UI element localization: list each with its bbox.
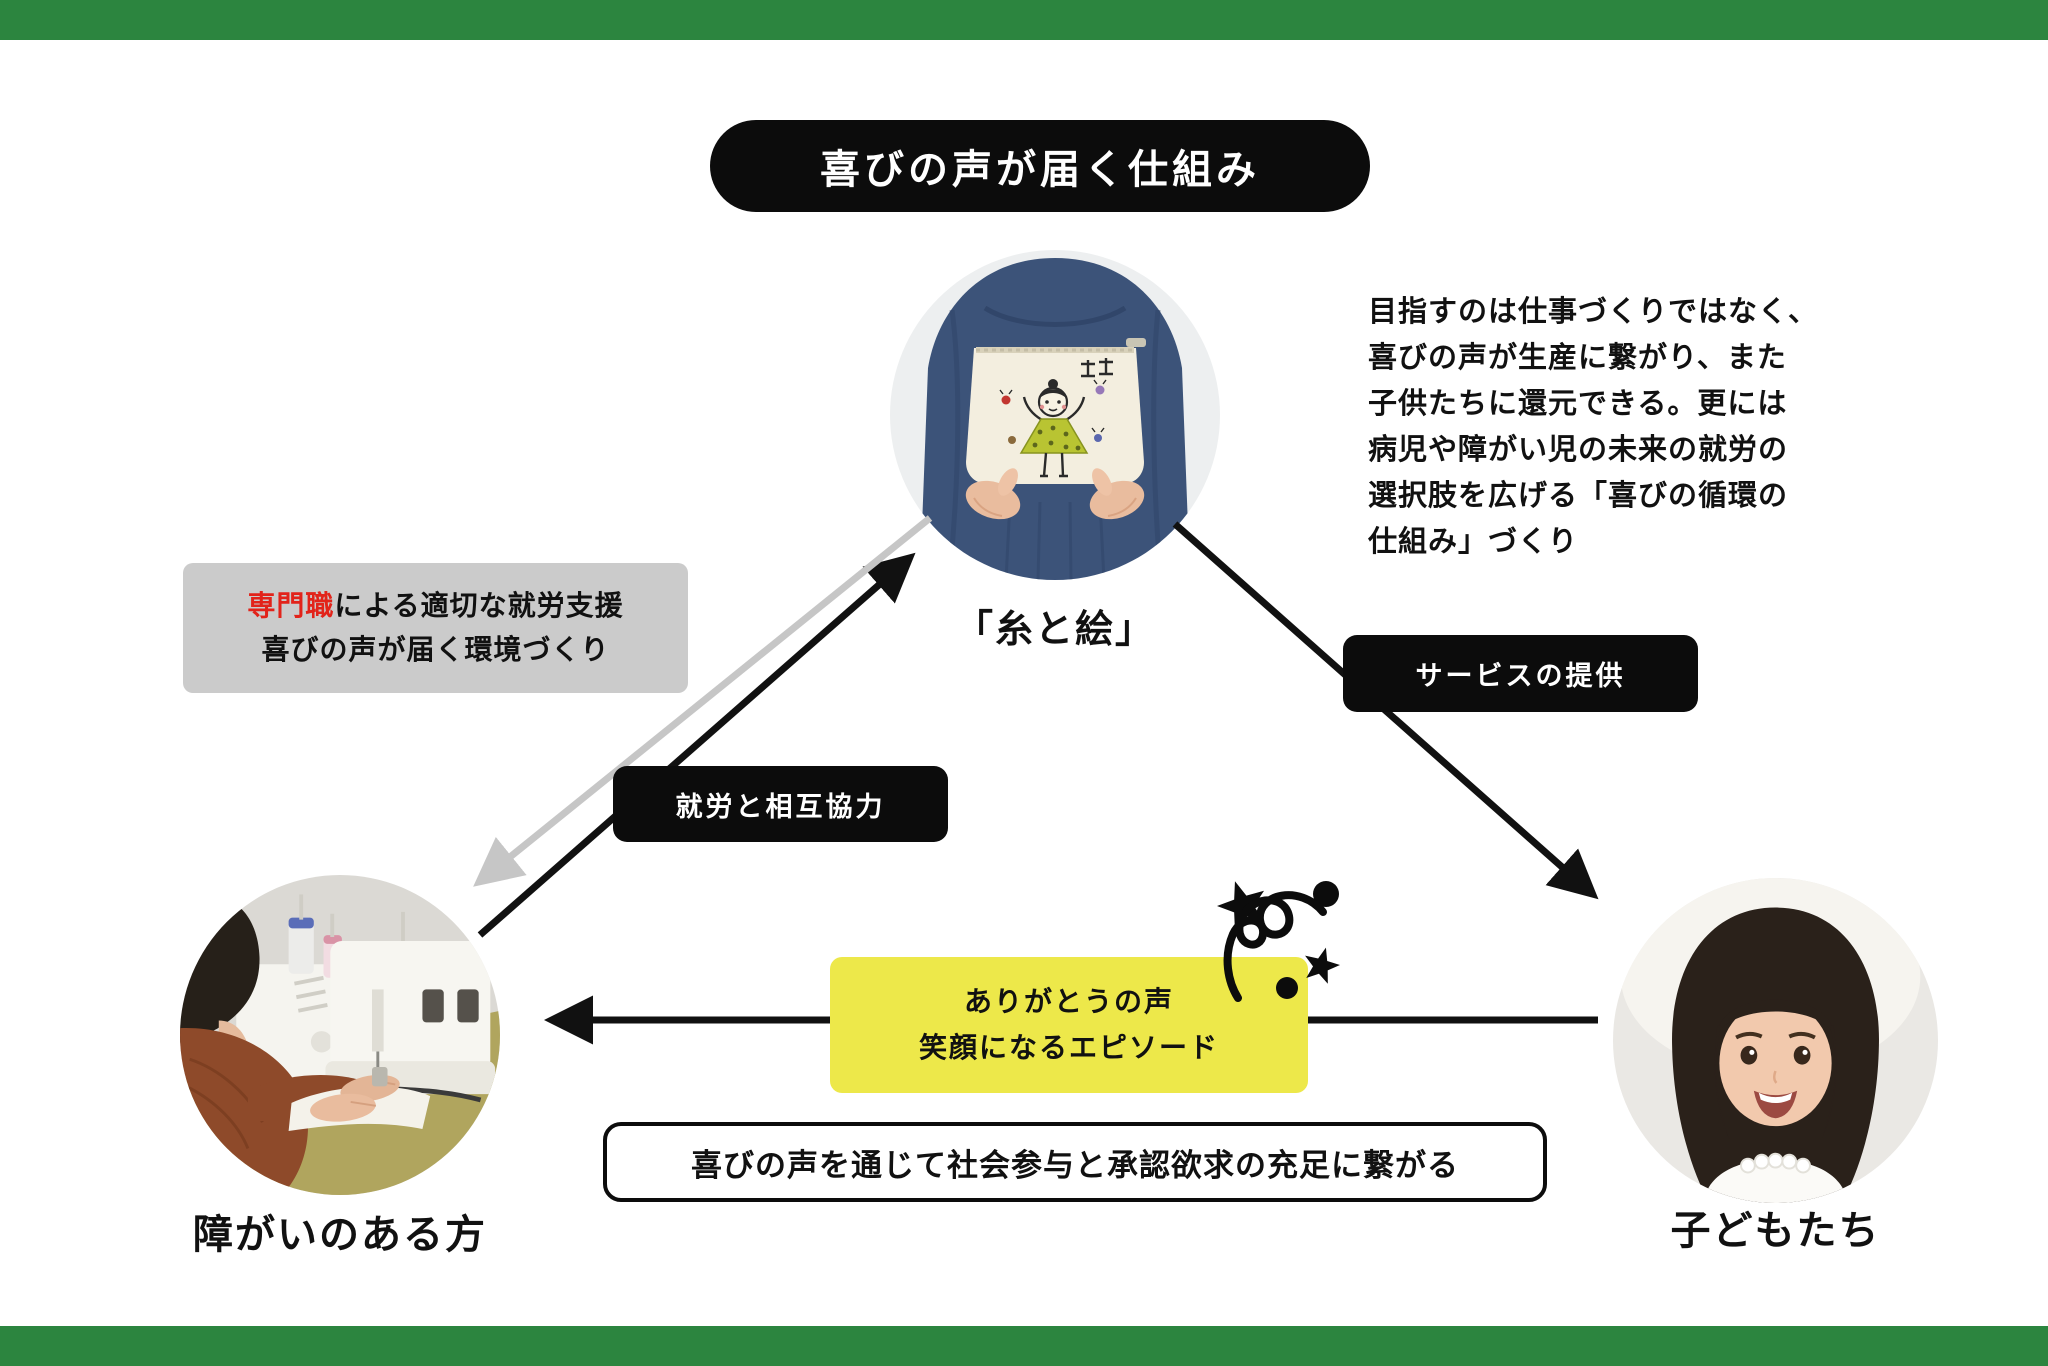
- service-text: サービスの提供: [1415, 661, 1626, 692]
- mutual-work-text: 就労と相互協力: [675, 791, 886, 823]
- service-callout: サービスの提供: [1343, 635, 1698, 712]
- workers-photo: [180, 875, 500, 1195]
- children-photo: [1613, 878, 1938, 1203]
- support-highlight-text: 専門職: [247, 589, 335, 622]
- thanks-line2: 笑顔になるエピソード: [918, 1031, 1219, 1064]
- workers-label: 障がいのある方: [193, 1212, 487, 1258]
- support-callout: 専門職による適切な就労支援 喜びの声が届く環境づくり: [183, 563, 688, 693]
- maker-label: 「糸と絵」: [954, 607, 1155, 651]
- page-title-text: 喜びの声が届く仕組み: [820, 147, 1260, 193]
- pouch-photo-illustration: [890, 250, 1220, 580]
- sewing-photo-illustration: [180, 875, 500, 1195]
- thanks-callout: ありがとうの声 笑顔になるエピソード: [830, 957, 1308, 1093]
- top-green-bar: [0, 0, 2048, 40]
- girl-photo-illustration: [1613, 878, 1938, 1203]
- star-icon: [1217, 881, 1265, 931]
- child-drawing: [999, 358, 1113, 478]
- support-line1-rest: による適切な就労支援: [334, 589, 624, 622]
- thanks-line1: ありがとうの声: [963, 985, 1174, 1018]
- bottom-note-text: 喜びの声を通じて社会参与と承認欲求の充足に繋がる: [691, 1147, 1459, 1184]
- bottom-green-bar: [0, 1326, 2048, 1366]
- description-paragraph: 目指すのは仕事づくりではなく、 喜びの声が生産に繋がり、また 子供たちに還元でき…: [1368, 294, 1819, 558]
- support-callout-line2: 喜びの声が届く環境づくり: [261, 633, 610, 666]
- bottom-note: 喜びの声を通じて社会参与と承認欲求の充足に繋がる: [603, 1122, 1547, 1202]
- mutual-work-callout: 就労と相互協力: [613, 766, 948, 842]
- support-callout-line1: 専門職による適切な就労支援: [247, 584, 623, 628]
- maker-photo: [890, 250, 1220, 580]
- dot-icon: [1313, 881, 1339, 907]
- page-title: 喜びの声が届く仕組み: [710, 120, 1370, 212]
- children-label: 子どもたち: [1670, 1208, 1881, 1254]
